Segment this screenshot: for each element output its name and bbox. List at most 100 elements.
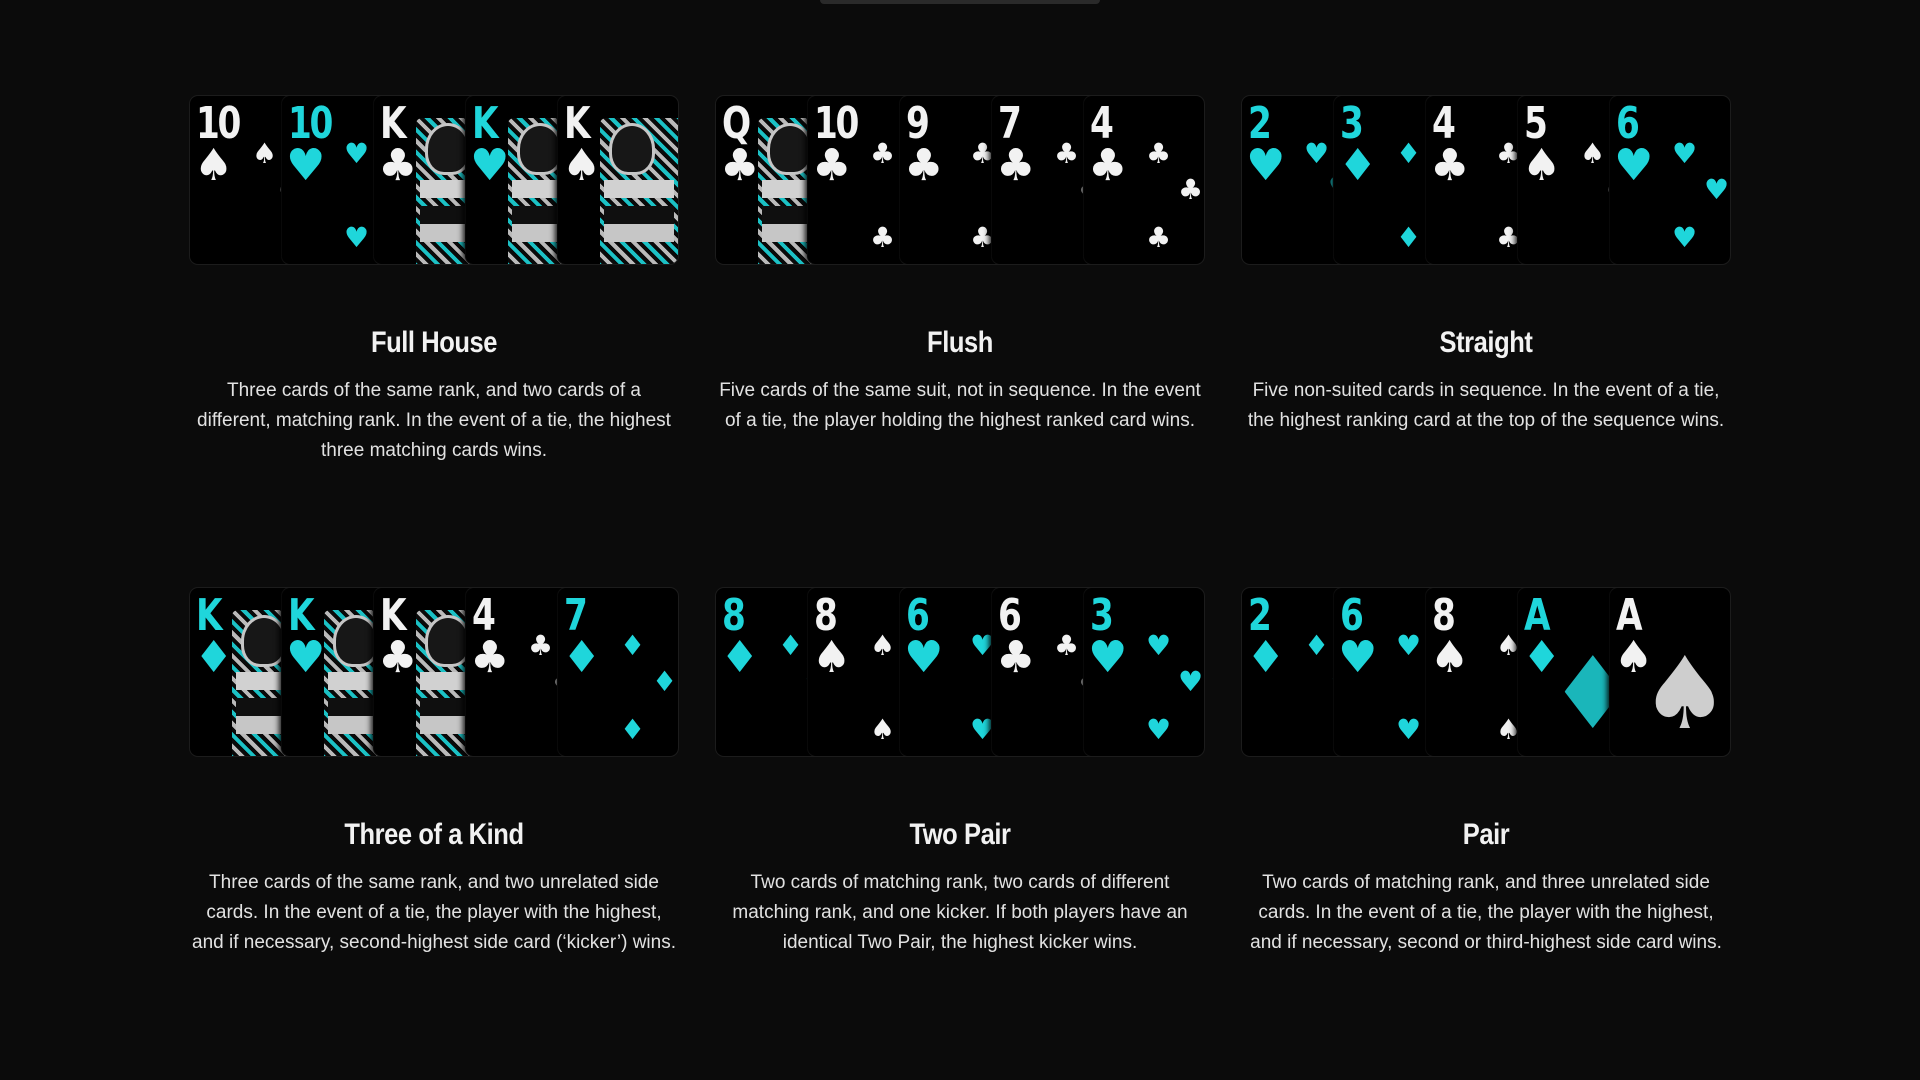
heart-icon: ♥ — [1338, 632, 1378, 683]
club-pip-icon: ♣ — [970, 221, 996, 254]
hand-cards: ♦♦8♦♠♠♠8♠♥♥♥♥6♥♣♣6♣♥♥♥3♥ — [716, 588, 1204, 756]
playing-card: ♥♥♥6♥ — [1610, 96, 1730, 264]
club-icon: ♣ — [904, 140, 944, 191]
hand-full-house: ♠♠10♠♥♥♥10♥K♣K♥K♠ Full House Three cards… — [190, 96, 678, 466]
spade-ace-art-icon: ♠ — [1640, 635, 1730, 752]
card-rank: 10 — [814, 98, 859, 149]
playing-card: ♥♥♥3♥ — [1084, 588, 1204, 756]
card-rank: K — [472, 98, 499, 149]
card-rank: 6 — [906, 590, 930, 641]
diamond-icon: ♦ — [1338, 140, 1378, 191]
card-rank: A — [1524, 590, 1551, 641]
hand-pair: ♦♦2♦♥♥♥6♥♠♠♠♠8♠♦A♦♠A♠ Pair Two cards of … — [1242, 588, 1730, 958]
hand-cards: ♠♠10♠♥♥♥10♥K♣K♥K♠ — [190, 96, 678, 264]
card-rank: 4 — [1432, 98, 1456, 149]
hand-straight: ♥♥2♥♦♦♦3♦♣♣♣♣4♣♠♠5♠♥♥♥6♥ Straight Five n… — [1242, 96, 1730, 436]
spade-pip-icon: ♠ — [1496, 629, 1522, 662]
heart-icon: ♥ — [286, 140, 326, 191]
club-icon: ♣ — [1430, 140, 1470, 191]
card-rank: K — [288, 590, 315, 641]
card-rank: 6 — [1616, 98, 1640, 149]
club-icon: ♣ — [996, 140, 1036, 191]
card-rank: 9 — [906, 98, 930, 149]
spade-icon: ♠ — [812, 632, 852, 683]
hand-title: Two Pair — [909, 818, 1011, 851]
hand-cards: ♦♦2♦♥♥♥6♥♠♠♠♠8♠♦A♦♠A♠ — [1242, 588, 1730, 756]
diamond-pip-icon: ♦ — [1396, 221, 1422, 254]
club-pip-icon: ♣ — [1496, 137, 1522, 170]
card-rank: 6 — [998, 590, 1022, 641]
heart-pip-icon: ♥ — [1704, 173, 1730, 206]
card-rank: 8 — [722, 590, 746, 641]
spade-icon: ♠ — [194, 140, 234, 191]
hand-title: Flush — [927, 326, 993, 359]
card-rank: 3 — [1090, 590, 1114, 641]
heart-pip-icon: ♥ — [1146, 629, 1172, 662]
spade-icon: ♠ — [1430, 632, 1470, 683]
card-rank: 4 — [472, 590, 496, 641]
card-rank: A — [1616, 590, 1643, 641]
card-rank: 6 — [1340, 590, 1364, 641]
club-pip-icon: ♣ — [1054, 137, 1080, 170]
card-rank: 2 — [1248, 98, 1272, 149]
card-rank: 2 — [1248, 590, 1272, 641]
card-rank: K — [196, 590, 223, 641]
card-rank: 4 — [1090, 98, 1114, 149]
hand-flush: Q♣♣♣♣10♣♣♣♣♣9♣♣♣7♣♣♣♣4♣ Flush Five cards… — [716, 96, 1204, 436]
card-rank: K — [564, 98, 591, 149]
card-rank: 10 — [196, 98, 241, 149]
club-icon: ♣ — [378, 632, 418, 683]
spade-pip-icon: ♠ — [1580, 137, 1606, 170]
club-icon: ♣ — [812, 140, 852, 191]
hand-description: Five cards of the same suit, not in sequ… — [719, 380, 1201, 431]
diamond-pip-icon: ♦ — [620, 629, 646, 662]
heart-icon: ♥ — [1088, 632, 1128, 683]
club-pip-icon: ♣ — [870, 137, 896, 170]
club-pip-icon: ♣ — [870, 221, 896, 254]
hand-two-pair: ♦♦8♦♠♠♠8♠♥♥♥♥6♥♣♣6♣♥♥♥3♥ Two Pair Two ca… — [716, 588, 1204, 958]
card-rank: K — [380, 98, 407, 149]
card-rank: 3 — [1340, 98, 1364, 149]
hand-description: Five non-suited cards in sequence. In th… — [1247, 380, 1725, 431]
hand-title: Straight — [1439, 326, 1533, 359]
hand-description: Two cards of matching rank, and three un… — [1250, 872, 1722, 953]
heart-icon: ♥ — [1614, 140, 1654, 191]
club-icon: ♣ — [996, 632, 1036, 683]
spade-icon: ♠ — [562, 140, 602, 191]
diamond-icon: ♦ — [720, 632, 760, 683]
hand-description: Two cards of matching rank, two cards of… — [732, 872, 1188, 953]
spade-icon: ♠ — [1522, 140, 1562, 191]
playing-card: ♠A♠ — [1610, 588, 1730, 756]
card-rank: 8 — [814, 590, 838, 641]
club-icon: ♣ — [378, 140, 418, 191]
heart-icon: ♥ — [470, 140, 510, 191]
diamond-icon: ♦ — [1246, 632, 1286, 683]
club-pip-icon: ♣ — [1178, 173, 1204, 206]
club-pip-icon: ♣ — [1496, 221, 1522, 254]
diamond-icon: ♦ — [562, 632, 602, 683]
heart-pip-icon: ♥ — [344, 137, 370, 170]
playing-card: ♦♦♦7♦ — [558, 588, 678, 756]
hand-title: Three of a Kind — [344, 818, 524, 851]
club-pip-icon: ♣ — [1054, 629, 1080, 662]
card-rank: 10 — [288, 98, 333, 149]
club-icon: ♣ — [720, 140, 760, 191]
card-rank: 5 — [1524, 98, 1548, 149]
heart-pip-icon: ♥ — [970, 629, 996, 662]
card-rank: 7 — [564, 590, 588, 641]
card-rank: Q — [722, 98, 751, 149]
diamond-pip-icon: ♦ — [620, 713, 646, 746]
spade-pip-icon: ♠ — [252, 137, 278, 170]
hand-title: Full House — [370, 326, 498, 359]
playing-card: K♠ — [558, 96, 678, 264]
diamond-pip-icon: ♦ — [778, 629, 804, 662]
heart-pip-icon: ♥ — [970, 713, 996, 746]
heart-pip-icon: ♥ — [1396, 629, 1422, 662]
diamond-pip-icon: ♦ — [1396, 137, 1422, 170]
hand-cards: Q♣♣♣♣10♣♣♣♣♣9♣♣♣7♣♣♣♣4♣ — [716, 96, 1204, 264]
club-pip-icon: ♣ — [1146, 137, 1172, 170]
hand-description: Three cards of the same rank, and two ca… — [197, 380, 671, 461]
club-icon: ♣ — [1088, 140, 1128, 191]
hand-cards: ♥♥2♥♦♦♦3♦♣♣♣♣4♣♠♠5♠♥♥♥6♥ — [1242, 96, 1730, 264]
